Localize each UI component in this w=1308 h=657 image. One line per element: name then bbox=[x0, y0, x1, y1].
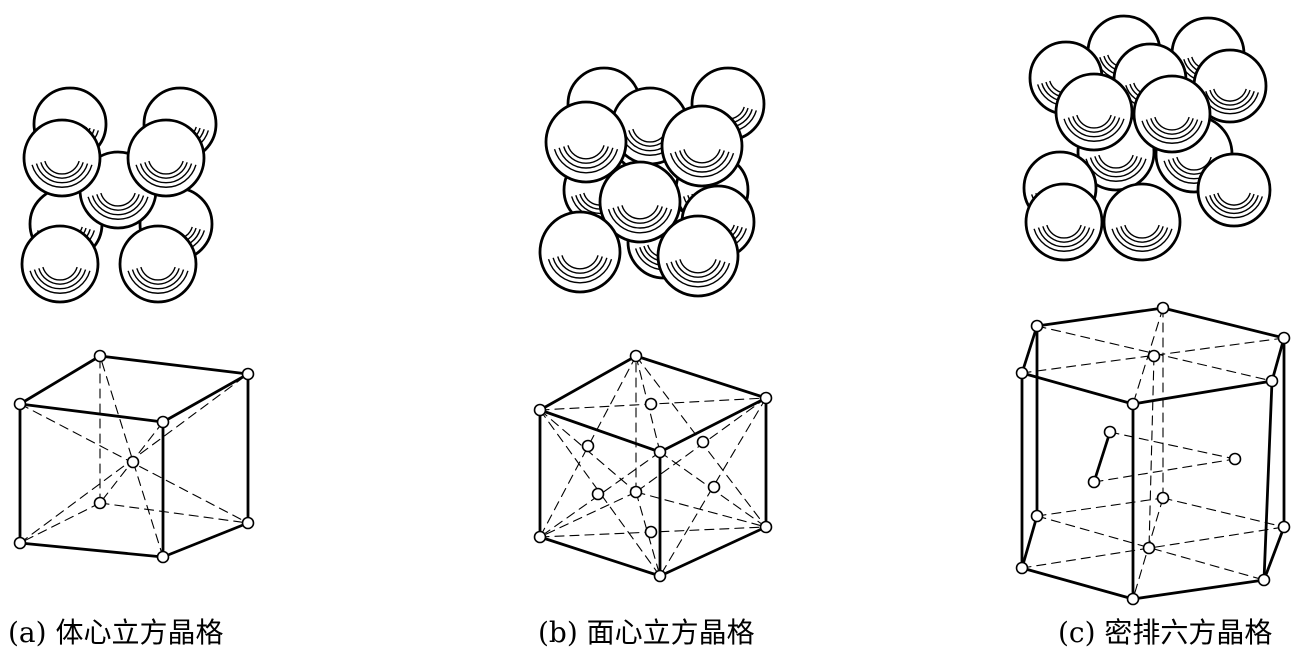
dashed-edge bbox=[1149, 356, 1154, 548]
atom-sphere bbox=[662, 106, 742, 186]
atom-sphere bbox=[1104, 184, 1180, 260]
solid-edge bbox=[163, 523, 248, 557]
dashed-edge bbox=[636, 492, 766, 527]
solid-edge bbox=[20, 404, 163, 422]
solid-edge bbox=[1022, 516, 1037, 568]
caption-hcp: (c) 密排六方晶格 bbox=[1058, 615, 1272, 651]
lattice-node bbox=[593, 489, 604, 500]
dashed-edge bbox=[1037, 498, 1163, 516]
caption-fcc: (b) 面心立方晶格 bbox=[538, 615, 755, 651]
atom-sphere bbox=[128, 120, 204, 196]
lattice-node bbox=[1230, 454, 1241, 465]
lattice-node bbox=[761, 393, 772, 404]
solid-edge bbox=[660, 527, 766, 576]
atom-sphere bbox=[1026, 184, 1102, 260]
solid-edge bbox=[1022, 568, 1133, 599]
lattice-node bbox=[535, 532, 546, 543]
dashed-edge bbox=[540, 492, 636, 537]
lattice-node bbox=[655, 447, 666, 458]
solid-edge bbox=[540, 410, 660, 452]
lattice-node bbox=[698, 437, 709, 448]
lattice-node bbox=[646, 399, 657, 410]
solid-edge bbox=[1133, 381, 1272, 404]
solid-edge bbox=[1163, 308, 1284, 338]
dashed-edge bbox=[1110, 432, 1235, 459]
lattice-node bbox=[1017, 563, 1028, 574]
solid-edge bbox=[1133, 580, 1264, 599]
atom-sphere bbox=[1198, 154, 1270, 226]
lattice-node bbox=[1279, 522, 1290, 533]
solid-edge bbox=[20, 356, 100, 404]
lattice-node bbox=[1017, 368, 1028, 379]
solid-edge bbox=[1022, 326, 1037, 373]
lattice-node bbox=[646, 527, 657, 538]
lattice-node bbox=[1158, 303, 1169, 314]
lattice-node bbox=[1158, 493, 1169, 504]
lattice-node bbox=[655, 571, 666, 582]
caption-bcc: (a) 体心立方晶格 bbox=[8, 615, 223, 651]
lattice-node bbox=[583, 441, 594, 452]
lattice-node bbox=[158, 552, 169, 563]
lattice-node bbox=[243, 369, 254, 380]
solid-edge bbox=[636, 356, 766, 398]
atom-sphere bbox=[658, 216, 738, 296]
solid-edge bbox=[1272, 338, 1284, 381]
lattice-node bbox=[95, 498, 106, 509]
solid-edge bbox=[20, 543, 163, 557]
atom-sphere bbox=[1134, 76, 1210, 152]
atom-sphere bbox=[540, 212, 620, 292]
lattice-node bbox=[535, 405, 546, 416]
dashed-edge bbox=[20, 503, 100, 543]
dashed-edge bbox=[100, 503, 248, 523]
lattice-node bbox=[1149, 351, 1160, 362]
solid-edge bbox=[163, 374, 248, 422]
solid-edge bbox=[1022, 373, 1133, 404]
lattice-node bbox=[631, 351, 642, 362]
lattice-node bbox=[1128, 594, 1139, 605]
solid-edge bbox=[1264, 381, 1272, 580]
lattice-node bbox=[128, 457, 139, 468]
lattice-node bbox=[15, 538, 26, 549]
lattice-node bbox=[1128, 399, 1139, 410]
solid-edge bbox=[1037, 308, 1163, 326]
lattice-node bbox=[1105, 427, 1116, 438]
dashed-edge bbox=[1094, 459, 1235, 482]
atom-sphere bbox=[120, 226, 196, 302]
panel-hcp bbox=[1017, 16, 1290, 605]
lattice-node bbox=[158, 417, 169, 428]
lattice-node bbox=[761, 522, 772, 533]
lattice-node bbox=[15, 399, 26, 410]
lattice-node bbox=[243, 518, 254, 529]
lattice-node bbox=[1267, 376, 1278, 387]
lattice-node bbox=[1279, 333, 1290, 344]
panel-bcc bbox=[15, 88, 254, 563]
lattice-node bbox=[1144, 543, 1155, 554]
solid-edge bbox=[1094, 432, 1110, 482]
atom-sphere bbox=[1056, 74, 1132, 150]
atom-sphere bbox=[22, 226, 98, 302]
lattice-node bbox=[1259, 575, 1270, 586]
lattice-node bbox=[1089, 477, 1100, 488]
panel-fcc bbox=[535, 68, 772, 582]
atom-sphere bbox=[24, 120, 100, 196]
lattice-node bbox=[1032, 321, 1043, 332]
lattice-node bbox=[95, 351, 106, 362]
solid-edge bbox=[540, 537, 660, 576]
solid-edge bbox=[100, 356, 248, 374]
lattice-node bbox=[1032, 511, 1043, 522]
lattice-node bbox=[709, 482, 720, 493]
lattice-node bbox=[631, 487, 642, 498]
